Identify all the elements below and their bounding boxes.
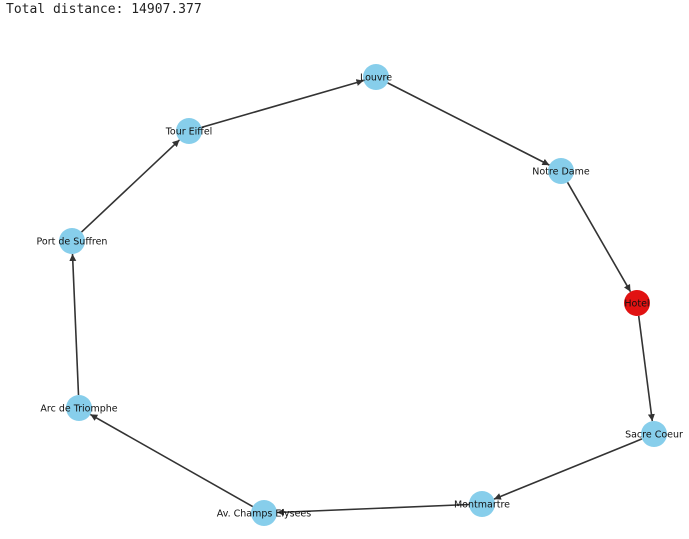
edge-tour-eiffel-to-louvre <box>201 79 364 129</box>
node-circle <box>624 290 650 316</box>
node-label: Sacre Coeur <box>625 430 683 441</box>
node-circle <box>176 118 202 144</box>
edge-port-de-suffren-to-tour-eiffel <box>80 139 181 233</box>
node-label: Louvre <box>360 73 392 84</box>
total-distance-output: Total distance: 14907.377 <box>6 2 202 17</box>
node-montmartre: Montmartre <box>454 491 510 517</box>
node-label: Notre Dame <box>532 167 590 178</box>
edge-montmartre-to-champs-elysees <box>276 503 470 516</box>
node-circle <box>251 500 277 526</box>
edge-notre-dame-to-hotel <box>566 181 632 293</box>
node-port-de-suffren: Port de Suffren <box>37 228 108 254</box>
node-circle <box>469 491 495 517</box>
node-label: Port de Suffren <box>37 237 108 248</box>
node-louvre: Louvre <box>360 64 392 90</box>
node-label: Montmartre <box>454 500 510 511</box>
node-circle <box>548 158 574 184</box>
node-label: Av. Champs Elysees <box>217 509 311 520</box>
node-tour-eiffel: Tour Eiffel <box>165 118 213 144</box>
edge-arc-de-triomphe-to-port-de-suffren <box>69 253 80 396</box>
node-circle <box>66 395 92 421</box>
edge-champs-elysees-to-arc-de-triomphe <box>89 413 254 508</box>
node-circle <box>363 64 389 90</box>
node-label: Arc de Triomphe <box>40 404 117 415</box>
node-sacre-coeur: Sacre Coeur <box>625 421 683 447</box>
edge-sacre-coeur-to-montmartre <box>493 438 643 500</box>
node-champs-elysees: Av. Champs Elysees <box>217 500 311 526</box>
node-hotel: Hotel <box>624 290 650 316</box>
edges-layer <box>69 79 655 516</box>
edge-hotel-to-sacre-coeur <box>637 315 655 422</box>
node-label: Hotel <box>624 299 649 310</box>
edge-louvre-to-notre-dame <box>387 82 550 166</box>
node-notre-dame: Notre Dame <box>532 158 590 184</box>
node-circle <box>59 228 85 254</box>
node-circle <box>641 421 667 447</box>
node-label: Tour Eiffel <box>165 127 213 138</box>
node-arc-de-triomphe: Arc de Triomphe <box>40 395 118 421</box>
